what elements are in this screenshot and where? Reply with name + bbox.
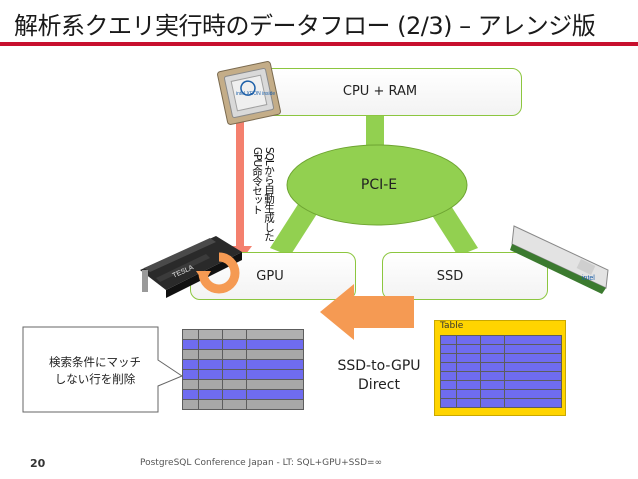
table-col-divider bbox=[456, 335, 457, 408]
cpu-chip-icon: intel XEON inside bbox=[217, 61, 281, 125]
link-pcie-gpu bbox=[270, 198, 322, 256]
sql-label-line2: GPU命令セット bbox=[251, 147, 263, 214]
sql-instructions-label: SQLから自動生成した GPU命令セット bbox=[250, 147, 275, 257]
callout-line2: しない行を削除 bbox=[54, 372, 136, 386]
page-number: 20 bbox=[30, 457, 46, 470]
sql-label-line1: SQLから自動生成した bbox=[263, 147, 275, 241]
source-table bbox=[440, 335, 562, 411]
cpu-ram-label: CPU + RAM bbox=[342, 84, 418, 99]
table-row bbox=[182, 399, 304, 410]
table-col-divider bbox=[198, 329, 199, 410]
ssd-box bbox=[382, 252, 548, 300]
ssd-to-gpu-arrow bbox=[320, 284, 414, 340]
table-col-divider bbox=[222, 329, 223, 410]
footer-text: PostgreSQL Conference Japan - LT: SQL+GP… bbox=[140, 458, 383, 468]
callout-box bbox=[22, 326, 184, 413]
table-col-divider bbox=[246, 329, 247, 410]
pcie-label: PCI-E bbox=[360, 177, 398, 193]
slide-title: 解析系クエリ実行時のデータフロー (2/3) – アレンジ版 bbox=[14, 12, 596, 40]
ssd-to-gpu-line1: SSD-to-GPU bbox=[337, 358, 421, 374]
cpu-chip-text: intel XEON inside bbox=[236, 91, 275, 97]
gpu-label: GPU bbox=[256, 269, 284, 284]
gpu-cycle-icon bbox=[196, 252, 240, 294]
sql-arrow bbox=[228, 120, 252, 262]
source-table-caption: Table bbox=[440, 321, 464, 331]
ssd-card-icon: intel bbox=[510, 225, 609, 294]
table-row bbox=[440, 398, 562, 408]
cpu-ram-box bbox=[244, 68, 522, 116]
table-col-divider bbox=[504, 335, 505, 408]
ssd-to-gpu-line2: Direct bbox=[358, 377, 400, 393]
title-underline bbox=[0, 42, 638, 46]
pcie-bubble bbox=[286, 144, 468, 226]
callout-text: 検索条件にマッチ しない行を削除 bbox=[40, 354, 150, 388]
ssd-to-gpu-label: SSD-to-GPU Direct bbox=[324, 357, 434, 395]
ssd-card-text: intel bbox=[582, 275, 595, 282]
table-col-divider bbox=[480, 335, 481, 408]
ssd-label: SSD bbox=[436, 269, 464, 284]
callout-line1: 検索条件にマッチ bbox=[49, 355, 141, 369]
filtered-rows-table bbox=[182, 329, 304, 410]
link-cpu-pcie bbox=[366, 114, 384, 146]
